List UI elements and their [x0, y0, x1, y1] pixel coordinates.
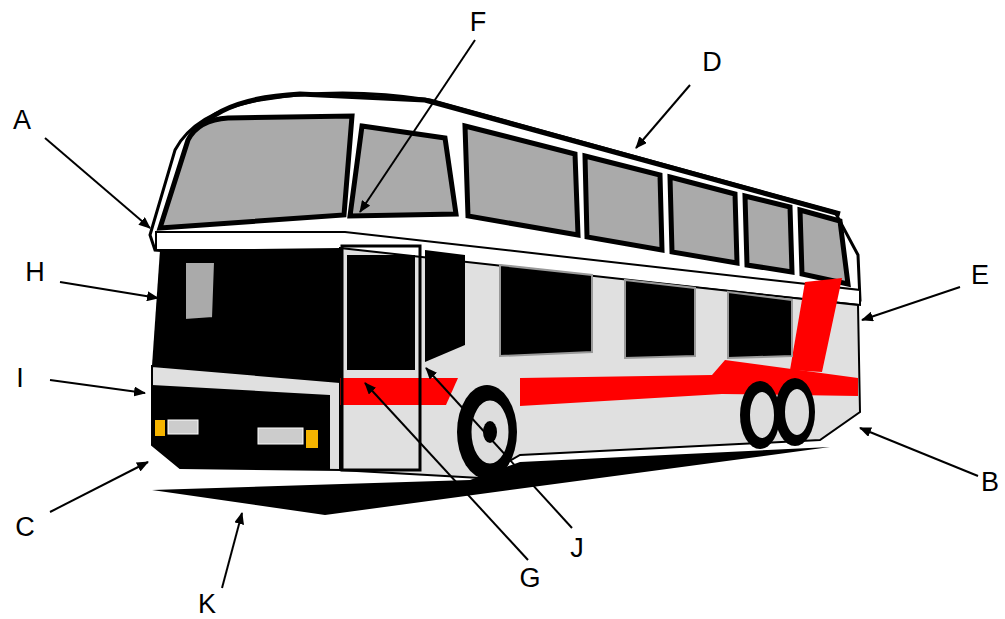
callout-letter: D	[702, 49, 722, 76]
wheel-rim	[784, 388, 810, 436]
wheel-rim	[470, 399, 510, 465]
callout-letter: F	[470, 9, 487, 36]
front-windshield	[152, 248, 340, 382]
leader-line	[860, 428, 978, 476]
leader-line	[426, 368, 572, 528]
leader-line	[222, 513, 242, 588]
lower-body	[340, 248, 860, 478]
leader-line	[50, 380, 145, 393]
leader-line	[50, 462, 148, 512]
headlight	[306, 430, 318, 448]
upper-window	[745, 196, 792, 272]
callout-letter: H	[25, 259, 45, 286]
red-stripe	[340, 378, 458, 405]
callout-letter: G	[519, 565, 540, 592]
leader-line	[360, 40, 475, 212]
grille	[168, 420, 198, 434]
upper-window	[465, 126, 578, 235]
upper-window	[800, 210, 848, 284]
front-panel	[152, 366, 340, 470]
leader-line	[60, 282, 158, 298]
leader-line	[636, 85, 690, 148]
side-window	[728, 292, 792, 358]
side-window	[425, 250, 465, 362]
callout-letter: J	[570, 535, 584, 562]
red-stripe	[790, 278, 842, 372]
callout-letter: E	[971, 262, 989, 289]
door-window	[347, 255, 415, 370]
bumper	[152, 385, 330, 470]
callout-letter: A	[13, 107, 31, 134]
side-window	[625, 280, 695, 358]
leader-line	[862, 287, 960, 320]
rear-wheel	[740, 381, 780, 449]
callout-letter: I	[16, 365, 24, 392]
grille	[258, 428, 303, 444]
leader-line	[45, 138, 150, 228]
side-window	[500, 265, 592, 356]
mirror-window	[185, 262, 215, 320]
windscreen	[160, 116, 352, 228]
front-wheel	[457, 385, 517, 479]
callout-letter: K	[198, 591, 216, 618]
leader-line	[365, 383, 528, 560]
headlight	[155, 420, 165, 436]
callout-letter: C	[15, 514, 35, 541]
upper-window	[585, 156, 662, 250]
wheel-rim	[749, 391, 775, 439]
rear-wheel	[775, 378, 815, 446]
door	[342, 246, 420, 470]
upper-window	[670, 177, 737, 263]
callout-letter: B	[981, 469, 999, 496]
